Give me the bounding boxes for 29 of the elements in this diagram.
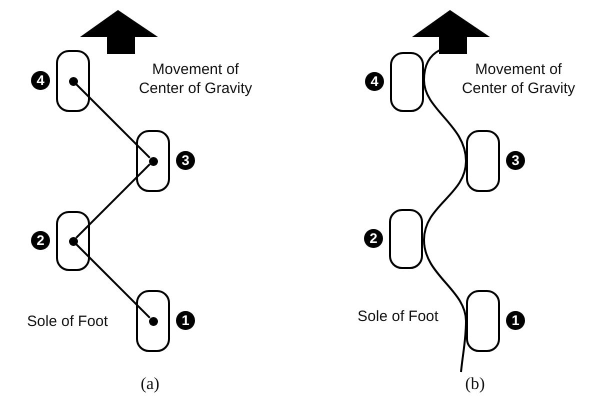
center-dot [68, 76, 78, 86]
foot-sole-outline [466, 290, 500, 352]
callout-number: 4 [31, 71, 50, 90]
callout-number: 3 [506, 151, 525, 170]
callout-number: 4 [365, 72, 384, 91]
foot-sole-outline [56, 211, 90, 271]
foot-sole-outline [466, 130, 500, 192]
connector-line [75, 243, 151, 319]
connector-line [75, 83, 151, 159]
center-dot [148, 156, 158, 166]
callout-number: 1 [506, 311, 525, 330]
foot-sole-outline [390, 52, 424, 112]
foot-sole-outline [136, 290, 170, 352]
callout-number: 2 [31, 231, 50, 250]
callout-number: 2 [364, 229, 383, 248]
text-label: Movement of Center of Gravity [460, 60, 576, 98]
center-dot [148, 316, 158, 326]
panel-caption: (b) [464, 374, 486, 393]
foot-sole-outline [56, 50, 90, 112]
callout-number: 3 [176, 151, 195, 170]
center-dot [68, 236, 78, 246]
text-label: Sole of Foot [356, 307, 440, 326]
callout-number: 1 [176, 311, 195, 330]
text-label: Movement of Center of Gravity [138, 60, 254, 98]
text-label: Sole of Foot [26, 312, 109, 331]
connector-line [75, 163, 151, 239]
panel-caption: (a) [140, 374, 160, 393]
foot-sole-outline [136, 130, 170, 192]
foot-sole-outline [389, 209, 423, 269]
